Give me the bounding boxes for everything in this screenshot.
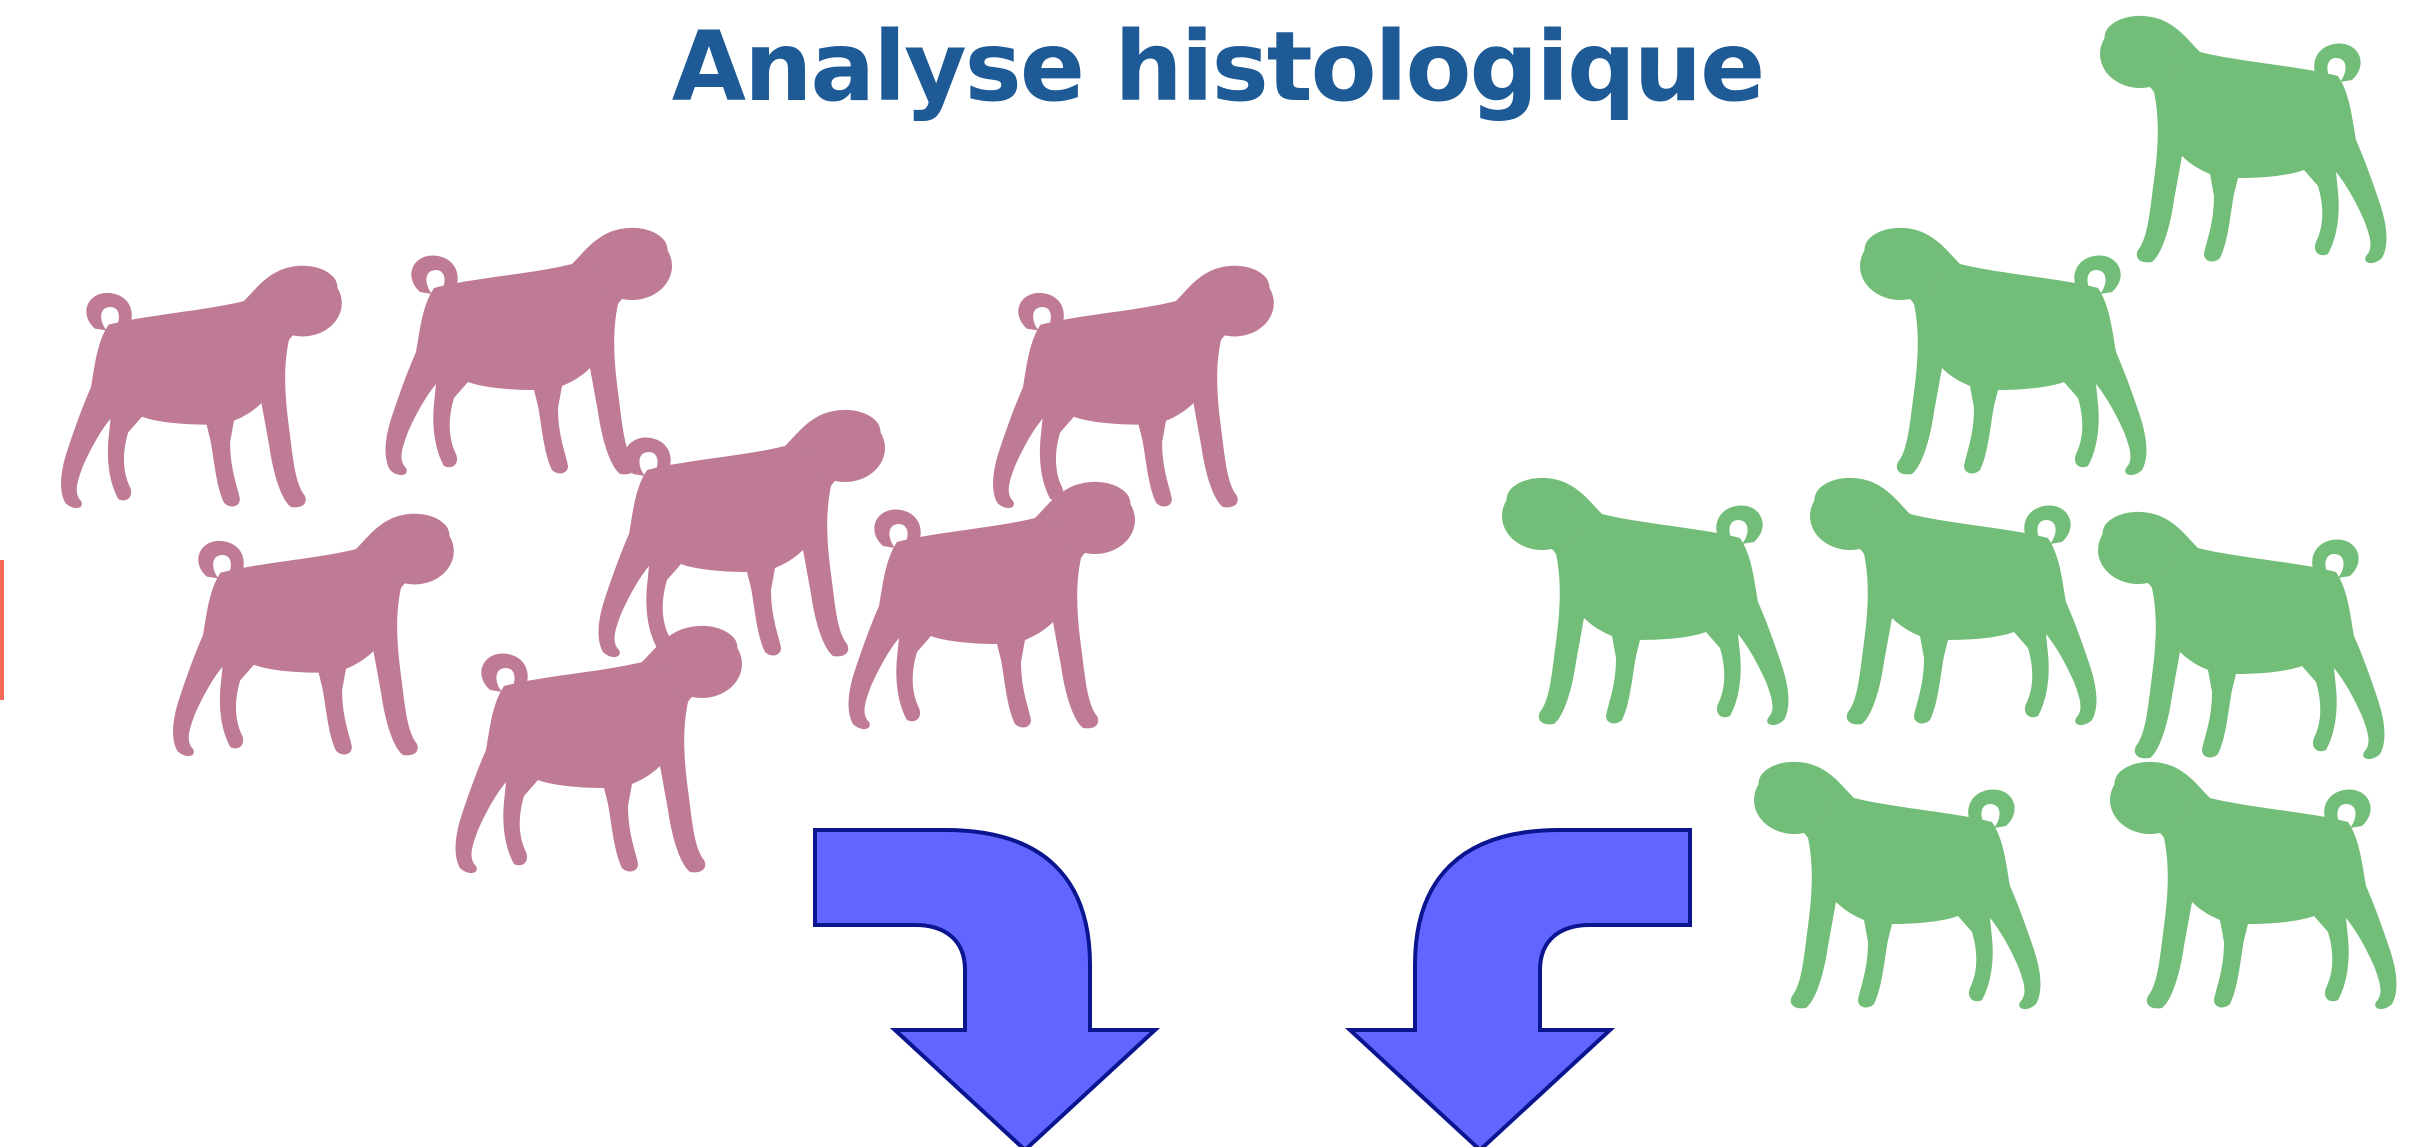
right-dog-icon: [2100, 16, 2386, 263]
left-dog-icon: [599, 410, 885, 657]
left-dog-icon: [849, 482, 1135, 729]
left-dog-icon: [993, 266, 1274, 508]
left-dog-group: [61, 228, 1274, 873]
right-dog-icon: [1860, 228, 2146, 475]
arrows-group: [815, 830, 1690, 1147]
right-dog-icon: [2110, 762, 2396, 1009]
right-dog-icon: [1810, 478, 2096, 725]
right-dog-icon: [1754, 762, 2040, 1009]
right-dog-icon: [2098, 512, 2384, 759]
left-dog-icon: [61, 266, 342, 508]
left-dog-icon: [386, 228, 672, 475]
arrow-left-curved-down-icon: [815, 830, 1155, 1147]
left-dog-icon: [456, 626, 742, 873]
arrow-right-curved-down-icon: [1350, 830, 1690, 1147]
edge-mark: [0, 560, 4, 700]
right-dog-icon: [1502, 478, 1788, 725]
left-dog-icon: [173, 514, 454, 756]
